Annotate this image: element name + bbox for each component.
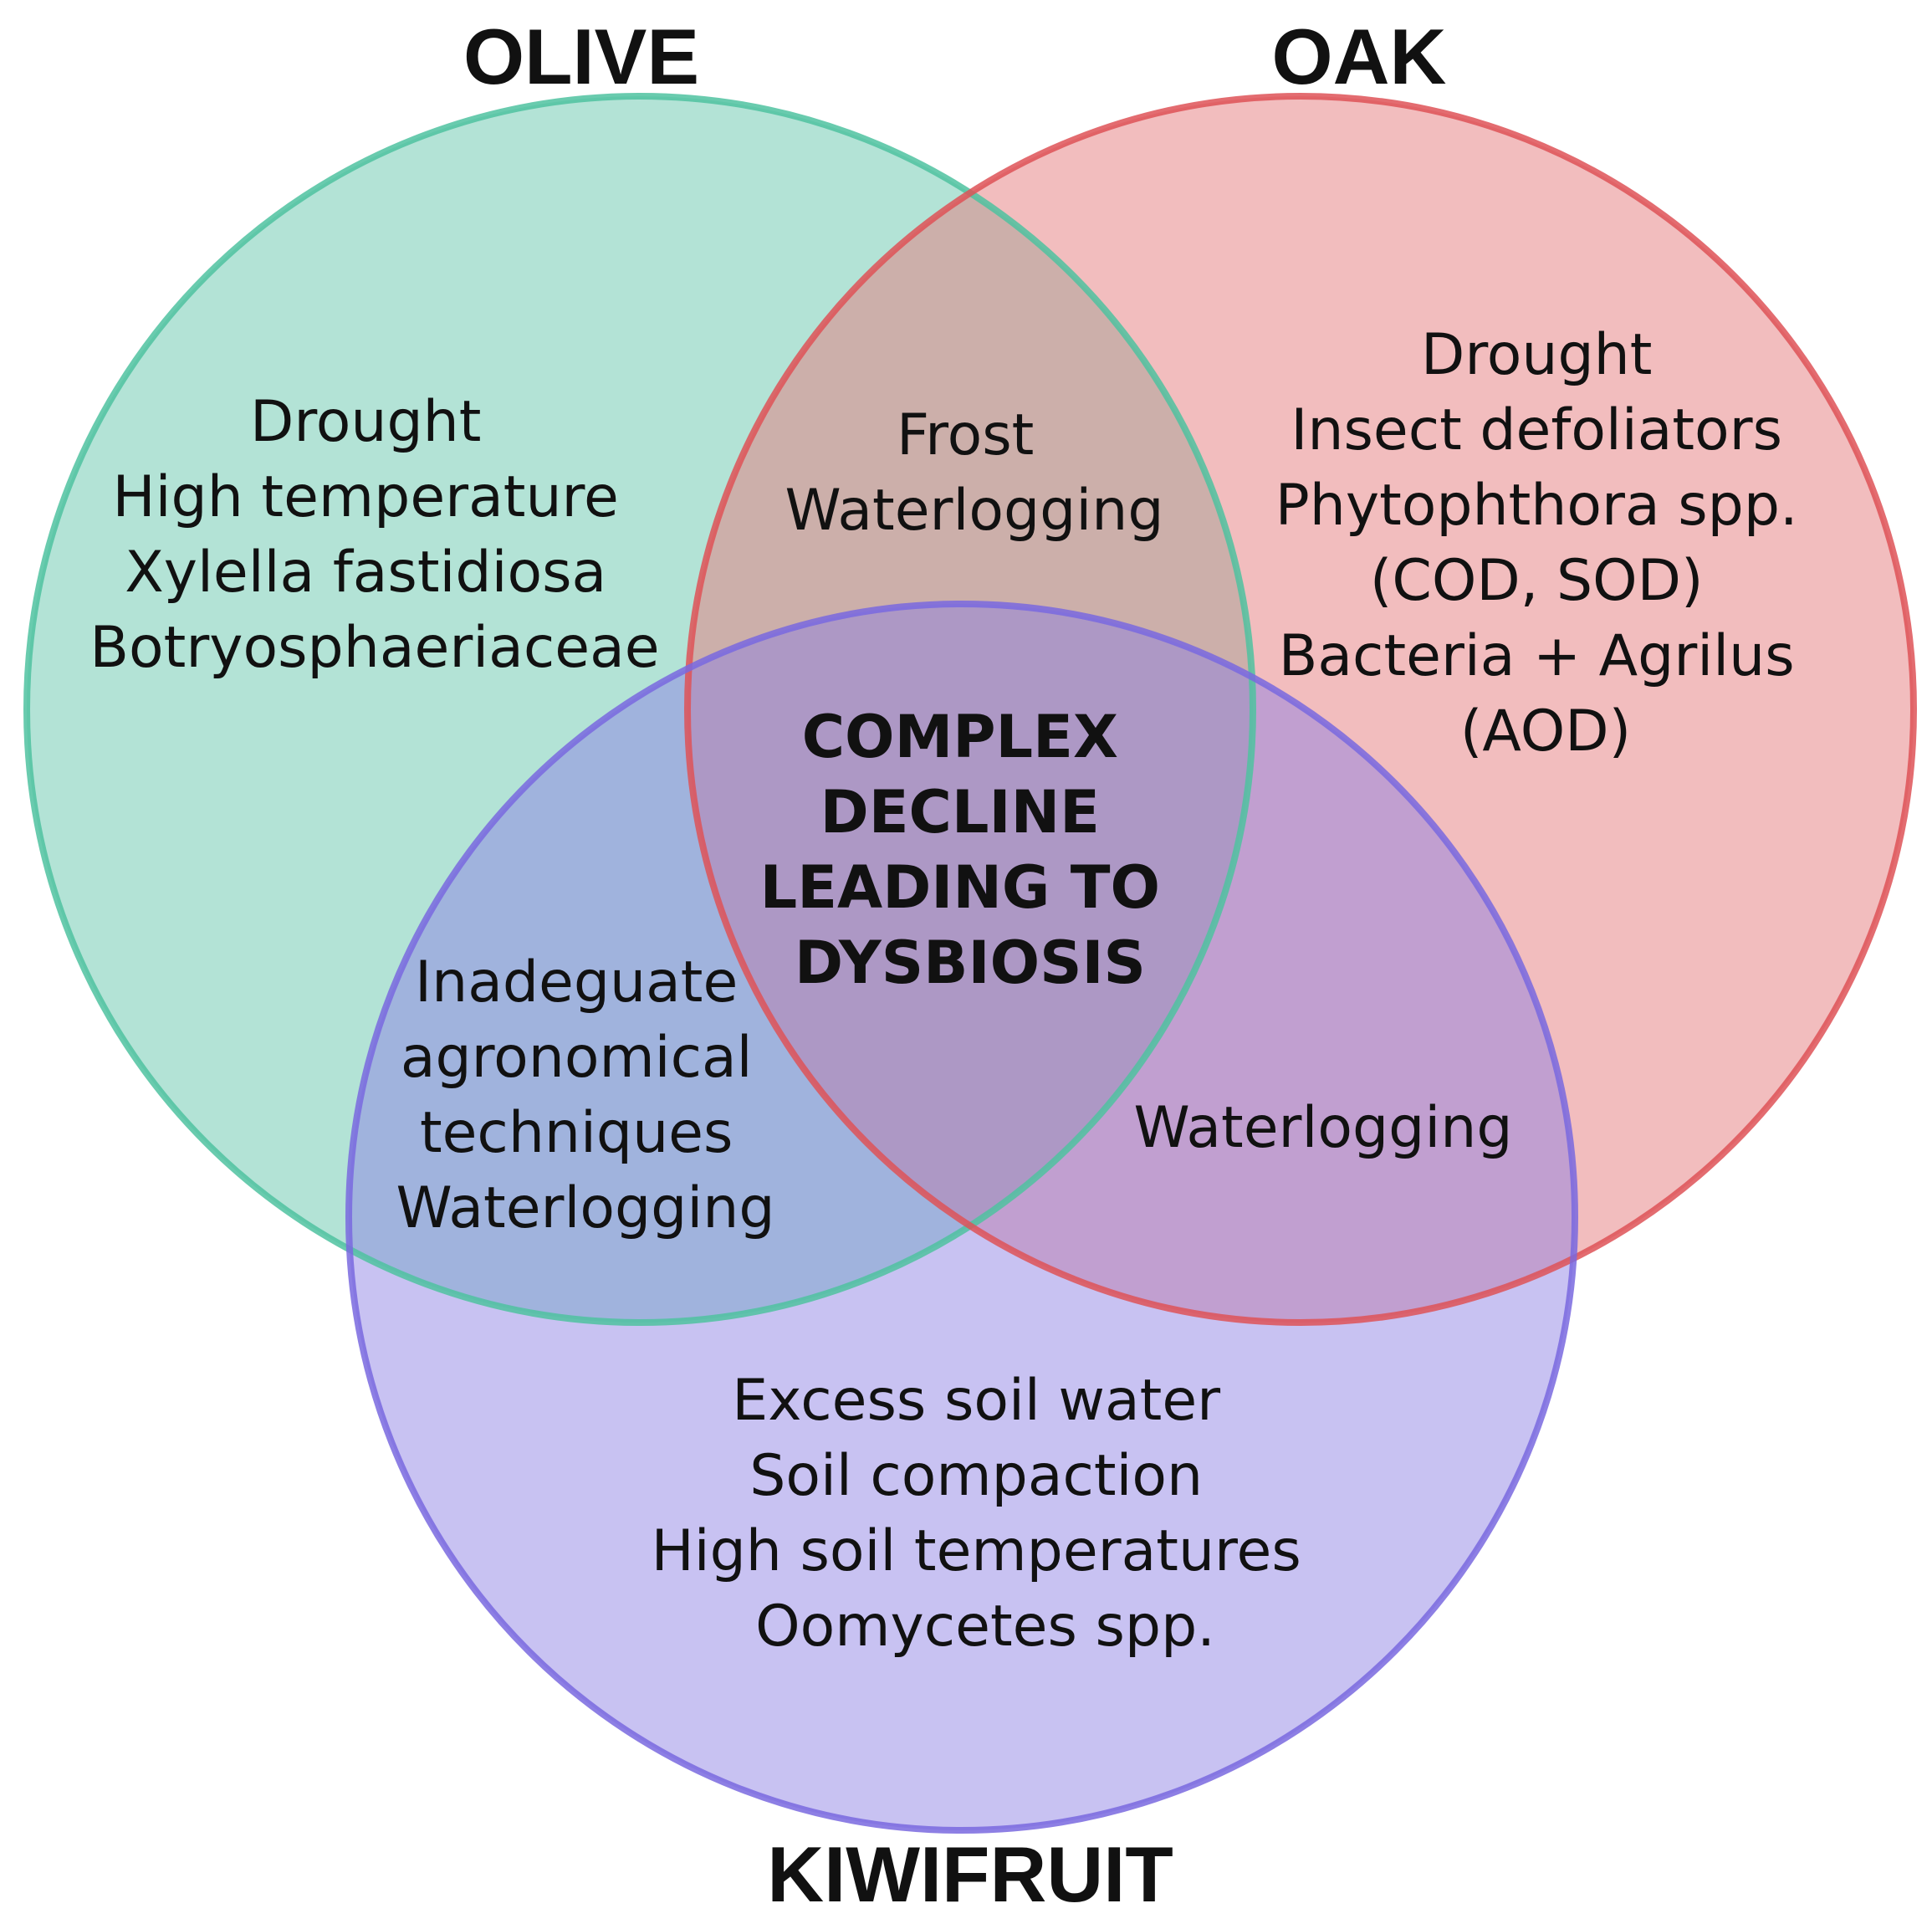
- kiwifruit-only-item: High soil temperatures: [652, 1518, 1301, 1584]
- kiwifruit-only-item: Oomycetes spp.: [755, 1594, 1215, 1660]
- center-item: DECLINE: [820, 778, 1100, 847]
- olive-only-item: High temperature: [113, 464, 619, 530]
- oak-set-title: OAK: [1272, 13, 1447, 100]
- center-region: COMPLEX DECLINE LEADING TO DYSBIOSIS: [760, 703, 1181, 997]
- oak-circle-outline: [684, 93, 1917, 1326]
- kiwifruit-only-item: Excess soil water: [732, 1368, 1220, 1434]
- oak-only-item: Phytophthora spp.: [1275, 473, 1798, 539]
- center-item: DYSBIOSIS: [795, 929, 1146, 997]
- olive-oak-item: Waterlogging: [785, 478, 1164, 544]
- olive-oak-item: Frost: [897, 402, 1034, 468]
- olive-circle-outline: [23, 93, 1256, 1326]
- oak-kiwifruit-item: Waterlogging: [1134, 1095, 1513, 1161]
- oak-only-item: Insect defoliators: [1291, 397, 1782, 463]
- olive-only-item: Xylella fastidiosa: [125, 540, 606, 606]
- olive-kiwifruit-region: Inadeguate agronomical techniques Waterl…: [396, 949, 775, 1241]
- kiwifruit-only-item: Soil compaction: [749, 1443, 1203, 1509]
- olive-kiwifruit-item: Inadeguate: [415, 949, 738, 1016]
- kiwifruit-set-title: KIWIFRUIT: [767, 1830, 1173, 1918]
- olive-only-item: Botryosphaeriaceae: [89, 615, 659, 681]
- oak-only-item: (AOD): [1460, 698, 1631, 765]
- olive-set-title: OLIVE: [463, 13, 699, 100]
- olive-kiwifruit-item: agronomical: [401, 1025, 753, 1091]
- oak-only-item: Bacteria + Agrilus: [1279, 623, 1795, 689]
- center-item: COMPLEX: [802, 703, 1118, 771]
- kiwifruit-only-region: Excess soil water Soil compaction High s…: [652, 1368, 1320, 1660]
- olive-kiwifruit-item: Waterlogging: [396, 1175, 775, 1241]
- circle-outlines: [23, 93, 1917, 1834]
- oak-only-region: Drought Insect defoliators Phytophthora …: [1275, 322, 1816, 765]
- oak-only-item: Drought: [1421, 322, 1652, 388]
- center-item: LEADING TO: [760, 853, 1160, 922]
- olive-only-item: Drought: [250, 389, 481, 455]
- oak-kiwifruit-region: Waterlogging: [1134, 1095, 1513, 1161]
- olive-kiwifruit-item: techniques: [420, 1100, 733, 1166]
- olive-oak-region: Frost Waterlogging: [785, 402, 1164, 544]
- oak-only-item: (COD, SOD): [1370, 548, 1704, 614]
- kiwifruit-circle-outline: [345, 601, 1578, 1834]
- olive-only-region: Drought High temperature Xylella fastidi…: [89, 389, 659, 681]
